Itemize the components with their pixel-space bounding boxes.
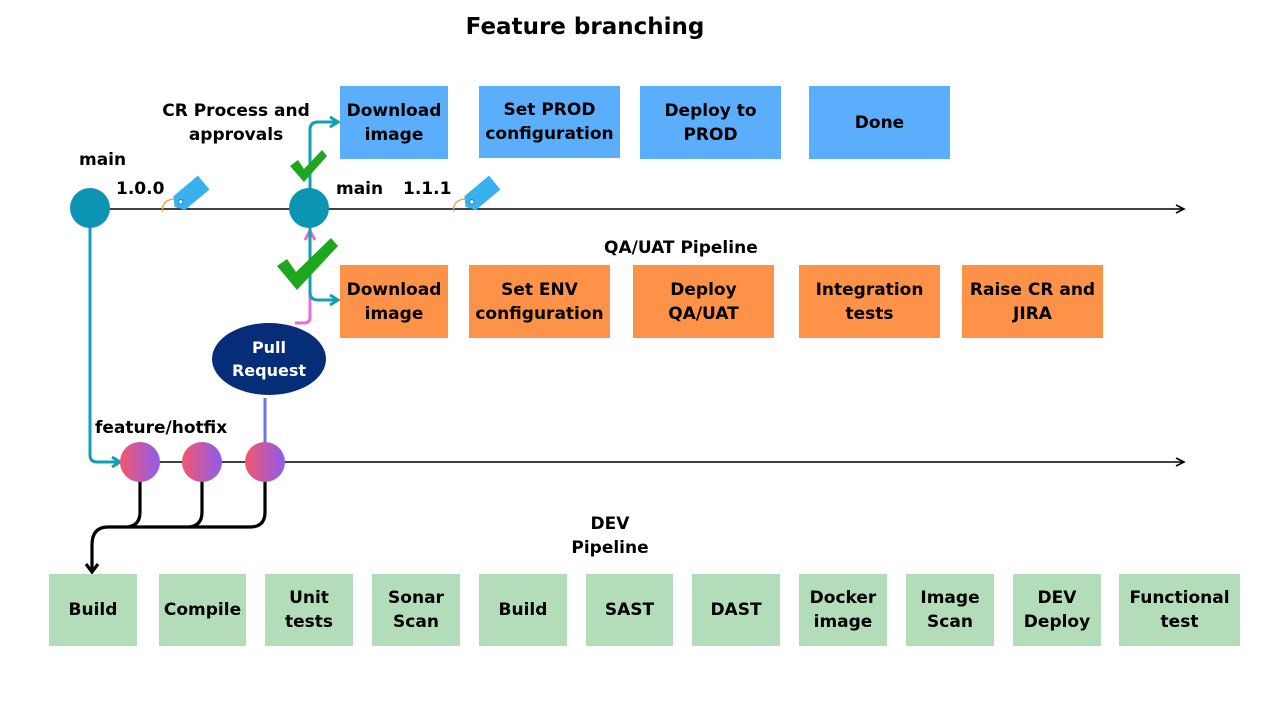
dev-stage-unit-tests[interactable]: Unit tests	[265, 574, 353, 646]
qa-trigger-arrowhead	[329, 293, 341, 307]
dev-stage-docker-image[interactable]: Docker image	[799, 574, 887, 646]
pull-request-node[interactable]: Pull Request	[212, 323, 326, 395]
prod-stage-deploy-prod[interactable]: Deploy to PROD	[640, 86, 781, 159]
prod-stage-set-prod-config[interactable]: Set PROD configuration	[479, 86, 620, 158]
version-tag-label: 1.1.1	[403, 179, 452, 199]
feature-commit-node-3[interactable]	[245, 442, 285, 482]
version-tag-label: 1.0.0	[116, 179, 165, 199]
prod-stage-done[interactable]: Done	[809, 86, 950, 159]
prod-stage-download-image[interactable]: Download image	[340, 86, 448, 159]
qa-stage-set-env-config[interactable]: Set ENV configuration	[469, 265, 610, 338]
qa-stage-deploy-qa-uat[interactable]: Deploy QA/UAT	[633, 265, 774, 338]
dev-stage-build[interactable]: Build	[49, 574, 137, 646]
main-commit-node-2[interactable]	[289, 188, 329, 228]
branch-off-connector	[88, 210, 118, 464]
dev-trigger-connector	[90, 480, 267, 571]
dev-stage-dast[interactable]: DAST	[692, 574, 780, 646]
qa-pipeline-label: QA/UAT Pipeline	[604, 238, 758, 258]
qa-stage-integration-tests[interactable]: Integration tests	[799, 265, 940, 338]
main-branch-line	[90, 204, 1186, 214]
feature-commit-node-2[interactable]	[182, 442, 222, 482]
tag-icon	[452, 175, 501, 212]
dev-stage-image-scan[interactable]: Image Scan	[906, 574, 994, 646]
qa-trigger-connector	[308, 225, 336, 302]
prod-trigger-arrowhead	[329, 115, 341, 129]
feature-branch-line	[140, 457, 1186, 467]
dev-stage-sast[interactable]: SAST	[586, 574, 673, 646]
qa-stage-download-image[interactable]: Download image	[340, 265, 448, 338]
dev-stage-sonar-scan[interactable]: Sonar Scan	[372, 574, 460, 646]
checkmark-icon	[277, 238, 338, 290]
dev-pipeline-label: DEV Pipeline	[571, 514, 649, 558]
prod-trigger-connector	[308, 120, 336, 192]
dev-stage-compile[interactable]: Compile	[159, 574, 246, 646]
merge-connector	[295, 234, 312, 325]
main-commit-node-1[interactable]	[70, 188, 110, 228]
main-branch-label: main	[79, 150, 127, 170]
dev-stage-dev-deploy[interactable]: DEV Deploy	[1013, 574, 1101, 646]
dev-trigger-arrowhead	[84, 563, 100, 575]
tag-icon	[161, 175, 210, 212]
qa-stage-raise-cr-jira[interactable]: Raise CR and JIRA	[962, 265, 1103, 338]
feature-commit-node-1[interactable]	[120, 442, 160, 482]
pull-request-label: Pull Request	[231, 338, 307, 380]
dev-stage-functional-test[interactable]: Functional test	[1119, 574, 1240, 646]
feature-branch-label: feature/hotfix	[95, 418, 228, 438]
diagram-title: Feature branching	[465, 14, 705, 40]
dev-stage-build-2[interactable]: Build	[479, 574, 567, 646]
main-branch-label: main	[336, 179, 384, 199]
cr-process-label: CR Process and approvals	[162, 101, 310, 145]
checkmark-icon	[290, 150, 327, 182]
